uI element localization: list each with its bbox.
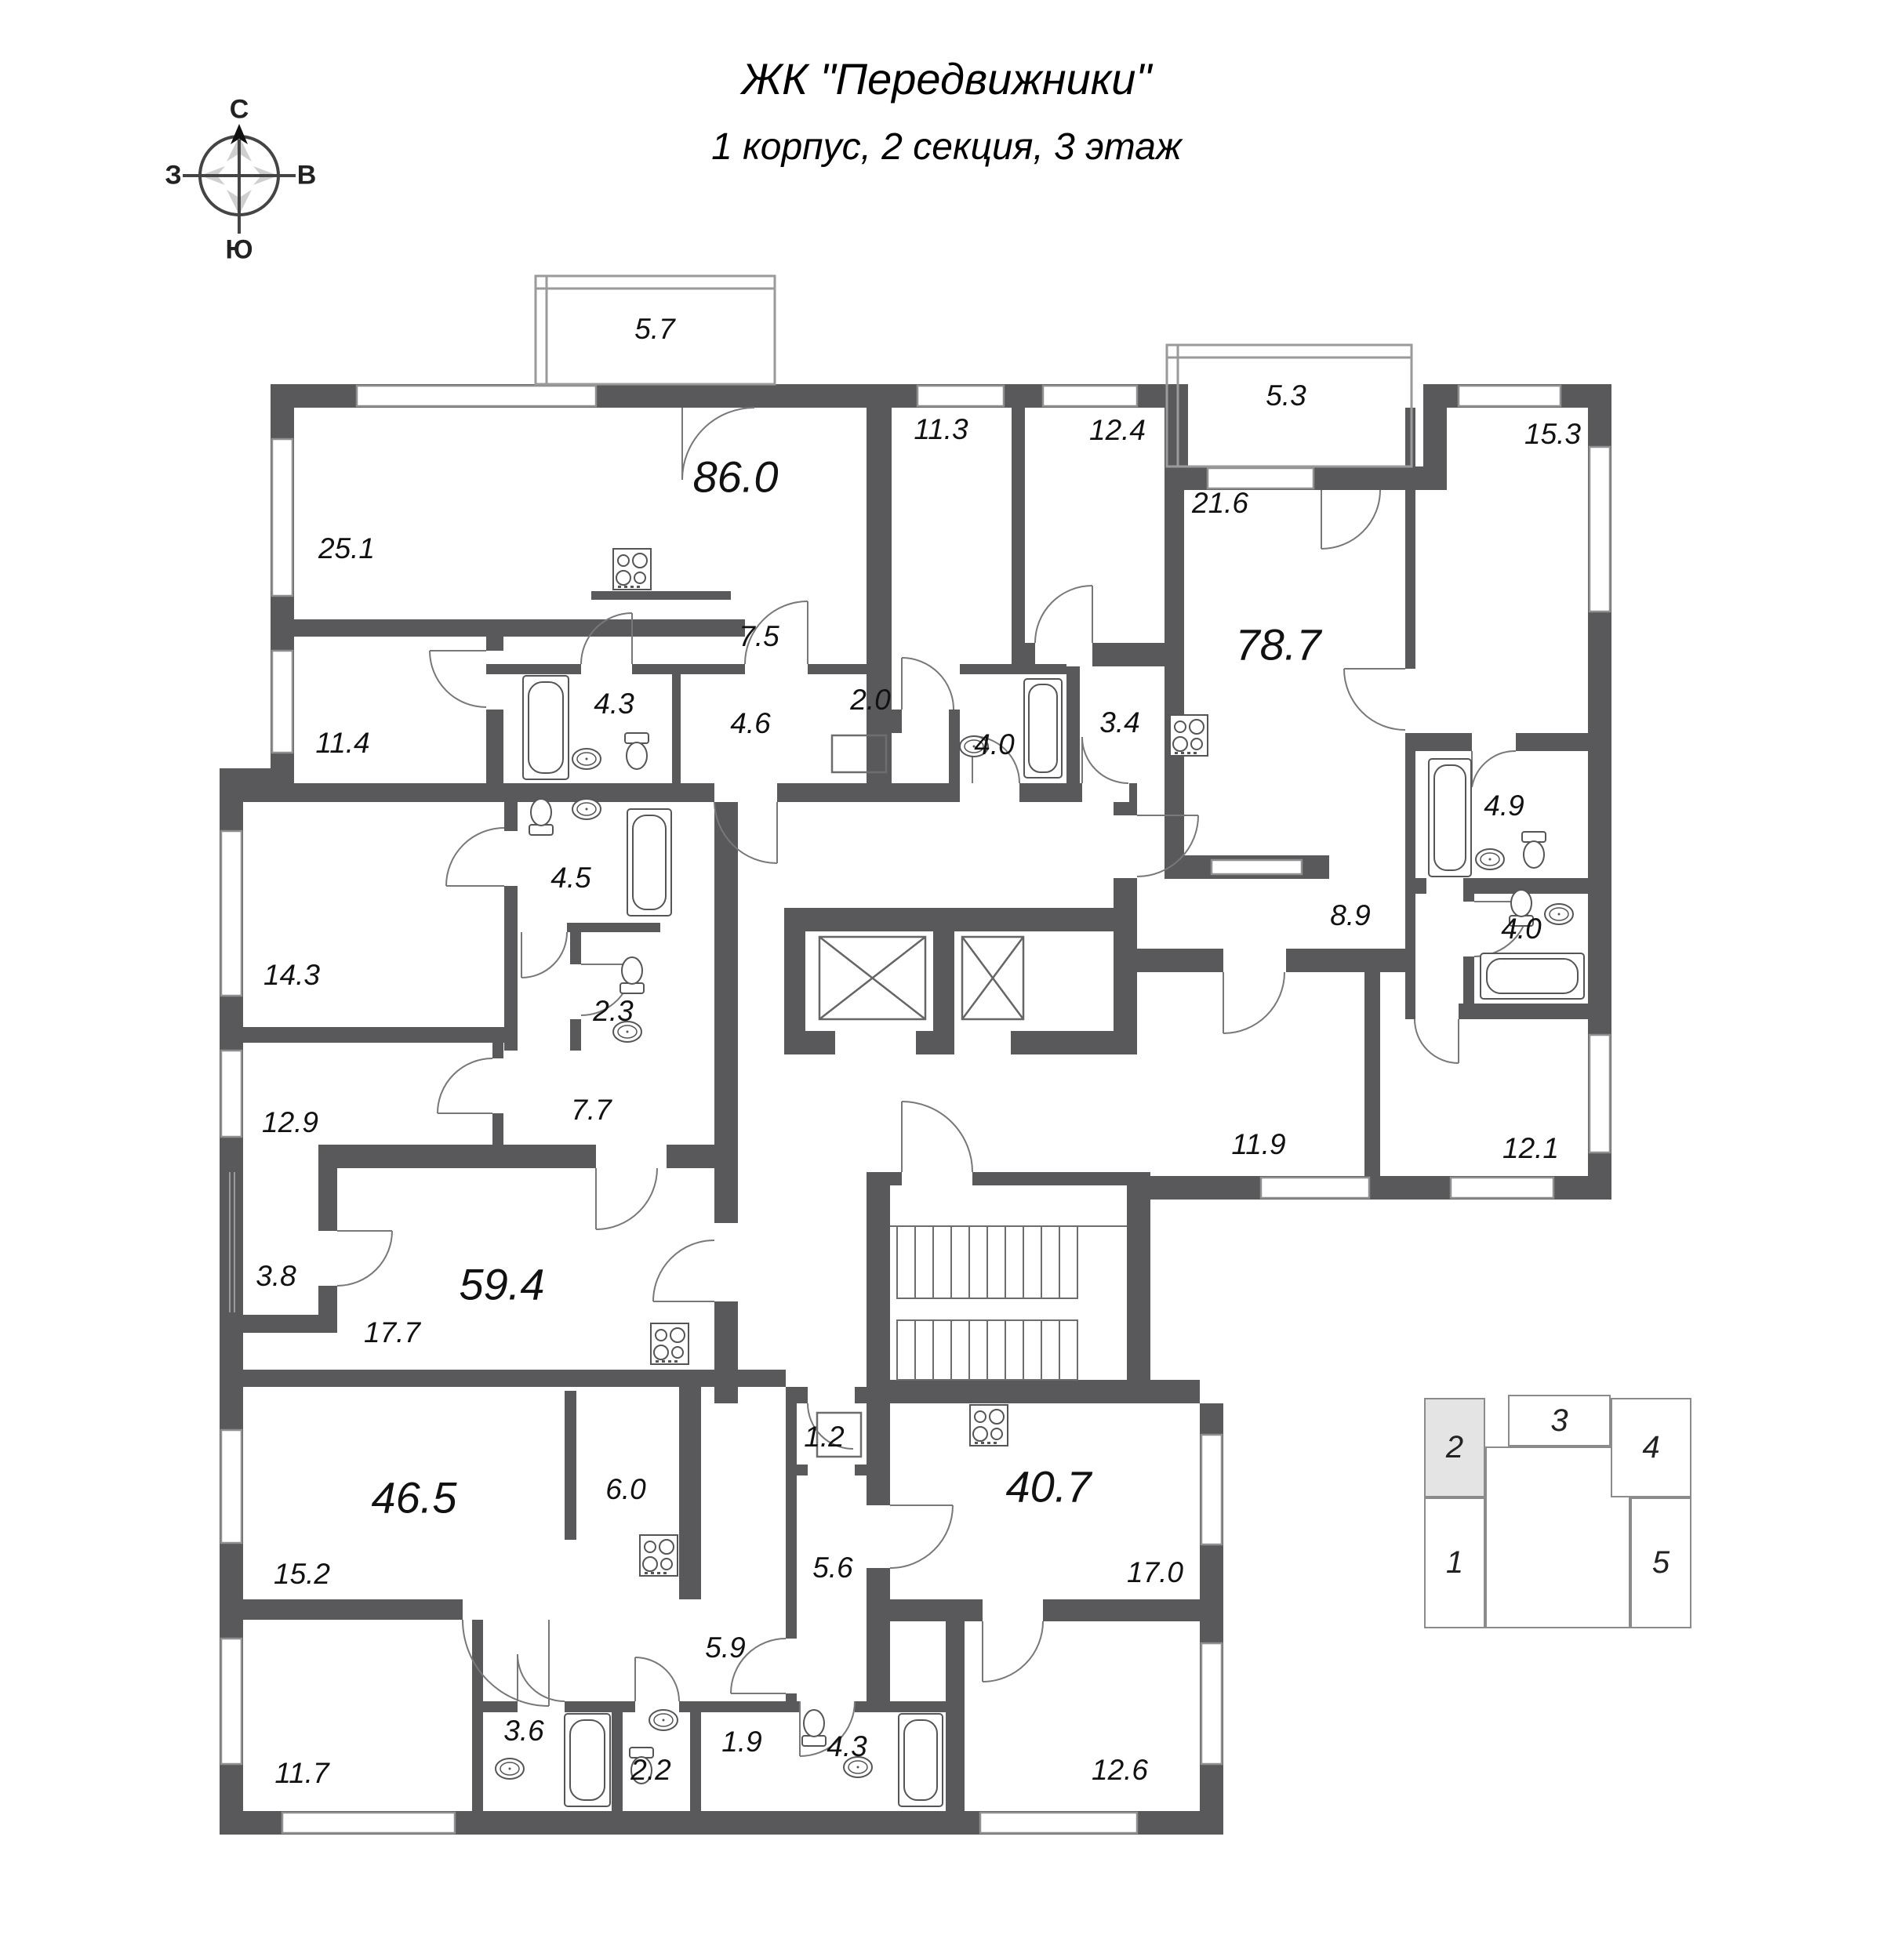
compass-north-label: С <box>229 94 249 125</box>
room-area-label: 25.1 <box>318 532 376 564</box>
room-area-label: 15.3 <box>1524 418 1582 450</box>
closets <box>816 734 888 1458</box>
room-area-label: 3.6 <box>503 1715 544 1747</box>
room-area-label: 2.3 <box>593 995 634 1027</box>
bathtubs <box>522 675 1585 1807</box>
room-area-label: 5.3 <box>1266 379 1306 412</box>
room-area-label: 11.4 <box>315 727 370 759</box>
room-area-label: 21.6 <box>1191 487 1249 519</box>
room-area-label: 4.3 <box>594 688 634 720</box>
room-area-label: 11.3 <box>914 413 968 445</box>
scheme-section-4: 4 <box>1611 1398 1691 1497</box>
apartment-area-label: 78.7 <box>1235 619 1321 670</box>
room-area-label: 4.6 <box>730 707 771 739</box>
room-area-label: 14.3 <box>263 959 321 991</box>
compass-icon <box>183 124 296 234</box>
room-area-label: 17.0 <box>1126 1556 1184 1588</box>
compass-west-label: З <box>165 160 182 191</box>
room-area-label: 4.0 <box>974 728 1015 760</box>
room-area-label: 1.9 <box>721 1726 762 1758</box>
room-area-label: 1.2 <box>804 1421 845 1453</box>
room-area-label: 4.0 <box>1501 913 1542 945</box>
room-area-label: 5.9 <box>705 1632 746 1664</box>
apartment-area-label: 40.7 <box>1005 1461 1092 1512</box>
scheme-courtyard <box>1485 1446 1630 1628</box>
doors <box>336 407 1530 1757</box>
stairs <box>890 1225 1127 1381</box>
room-area-label: 11.9 <box>1231 1128 1286 1160</box>
scheme-section-2: 2 <box>1424 1398 1485 1497</box>
room-area-label: 15.2 <box>273 1558 331 1590</box>
room-area-label: 4.9 <box>1484 789 1524 822</box>
balconies <box>229 274 1413 1312</box>
compass-south-label: Ю <box>225 234 253 265</box>
room-area-label: 8.9 <box>1330 899 1371 931</box>
room-area-label: 12.4 <box>1088 414 1146 446</box>
page-title: ЖК "Передвижники" <box>741 54 1152 103</box>
room-area-label: 12.1 <box>1502 1132 1560 1164</box>
scheme-section-5: 5 <box>1630 1497 1691 1628</box>
apartment-area-label: 46.5 <box>371 1472 457 1523</box>
room-area-label: 12.6 <box>1091 1754 1149 1786</box>
room-area-label: 7.5 <box>739 620 779 652</box>
room-area-label: 6.0 <box>605 1473 646 1505</box>
room-area-label: 17.7 <box>363 1316 421 1348</box>
scheme-section-3: 3 <box>1508 1395 1611 1446</box>
compass-east-label: В <box>296 160 317 191</box>
scheme-section-1: 1 <box>1424 1497 1485 1628</box>
walls <box>220 384 1611 1835</box>
room-area-label: 2.0 <box>850 684 891 716</box>
windows <box>220 384 1611 1835</box>
room-area-label: 2.2 <box>630 1754 671 1786</box>
room-area-label: 11.7 <box>274 1757 329 1789</box>
room-area-label: 5.7 <box>634 313 675 345</box>
room-area-label: 5.6 <box>812 1552 853 1584</box>
room-area-label: 3.8 <box>256 1260 296 1292</box>
stoves <box>612 548 1208 1577</box>
room-area-label: 7.7 <box>571 1094 612 1126</box>
page-subtitle: 1 корпус, 2 секция, 3 этаж <box>711 126 1182 168</box>
room-area-label: 4.5 <box>550 862 591 894</box>
room-area-label: 3.4 <box>1099 706 1140 739</box>
room-area-label: 4.3 <box>827 1730 867 1762</box>
apartment-area-label: 59.4 <box>459 1259 545 1309</box>
room-area-label: 12.9 <box>261 1106 319 1138</box>
elevator-shafts <box>818 935 1025 1021</box>
apartment-area-label: 86.0 <box>692 452 779 502</box>
toilets <box>529 732 1546 1784</box>
